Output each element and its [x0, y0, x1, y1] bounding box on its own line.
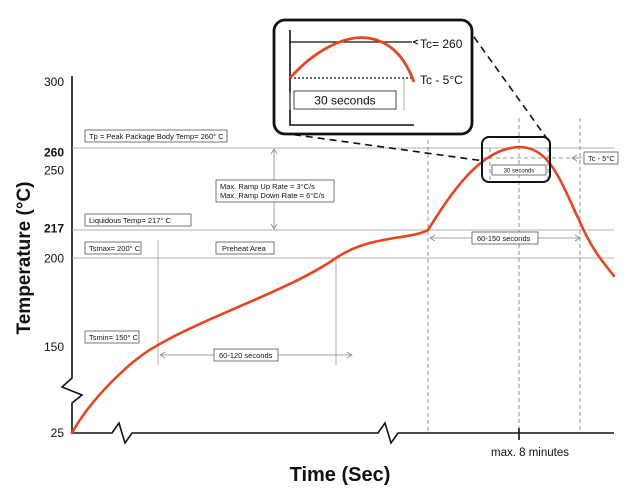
preheat-span-head-left — [159, 351, 166, 359]
liquidus-span-head-left — [429, 234, 436, 242]
inset-tc-minus-label: Tc - 5°C — [420, 73, 463, 87]
ramp-label-box — [215, 179, 335, 203]
peak-window-box — [481, 136, 551, 183]
tc-minus-label: Tc - 5°C — [588, 154, 615, 163]
tc-minus-label-box — [583, 151, 619, 165]
peak-inset: 30 seconds Tc= 260 Tc - 5°C — [272, 18, 474, 136]
x-axis-line — [72, 421, 614, 445]
preheat-span-label-box — [213, 348, 279, 362]
max-time-label: max. 8 minutes — [491, 447, 569, 459]
peak-window-label: 30 seconds — [504, 169, 535, 175]
ramp-arrow-head-bottom — [270, 223, 278, 230]
ramp-down-label: Max. Ramp Down Rate = 6°C/s — [220, 191, 325, 200]
y-tick-200: 200 — [44, 252, 64, 266]
inset-tc-label: Tc= 260 — [420, 37, 463, 51]
liquidus-label-box — [84, 213, 192, 227]
peak-temp-label-box — [84, 129, 228, 143]
y-tick-labels: 300 260 250 217 200 150 25 — [44, 75, 64, 440]
tsmax-label: Tsmax= 200° C — [89, 244, 141, 253]
tc-minus-arrow — [571, 154, 582, 162]
inset-axis — [289, 30, 414, 126]
inset-curve — [288, 36, 416, 83]
peak-window-label-box — [491, 164, 547, 176]
y-axis-line — [60, 76, 84, 433]
inset-tc-arrow — [412, 39, 419, 45]
x-axis-title: Time (Sec) — [290, 464, 391, 486]
y-tick-150: 150 — [44, 340, 64, 354]
reflow-curve — [70, 145, 616, 435]
preheat-span-label: 60-120 seconds — [219, 351, 273, 360]
tsmax-label-box — [84, 241, 142, 255]
y-tick-217: 217 — [44, 222, 64, 236]
y-axis-title: Temperature (°C) — [14, 182, 35, 335]
ramp-up-label: Max. Ramp Up Rate = 3°C/s — [220, 182, 315, 191]
liquidus-span-label: 60-150 seconds — [477, 234, 531, 243]
y-tick-260: 260 — [44, 146, 64, 160]
inset-window-label: 30 seconds — [314, 94, 375, 108]
preheat-label: Preheat Area — [222, 244, 267, 253]
liquidus-span-label-box — [471, 231, 539, 245]
y-tick-25: 25 — [51, 426, 65, 440]
ramp-arrow-head-top — [270, 148, 278, 155]
peak-temp-label: Tp = Peak Package Body Temp= 260° C — [89, 132, 224, 141]
inset-connector-right — [473, 36, 549, 141]
tsmin-label: Tsmin= 150° C — [89, 333, 139, 342]
tsmin-label-box — [84, 330, 140, 344]
y-tick-300: 300 — [44, 75, 64, 89]
liquidus-label: Liquidous Temp= 217° C — [89, 216, 171, 225]
preheat-span-head-right — [346, 351, 353, 359]
liquidus-span-head-right — [574, 234, 581, 242]
y-tick-250: 250 — [44, 163, 64, 177]
inset-connector-left — [281, 132, 485, 162]
preheat-label-box — [215, 241, 275, 255]
inset-window-box — [293, 90, 397, 110]
